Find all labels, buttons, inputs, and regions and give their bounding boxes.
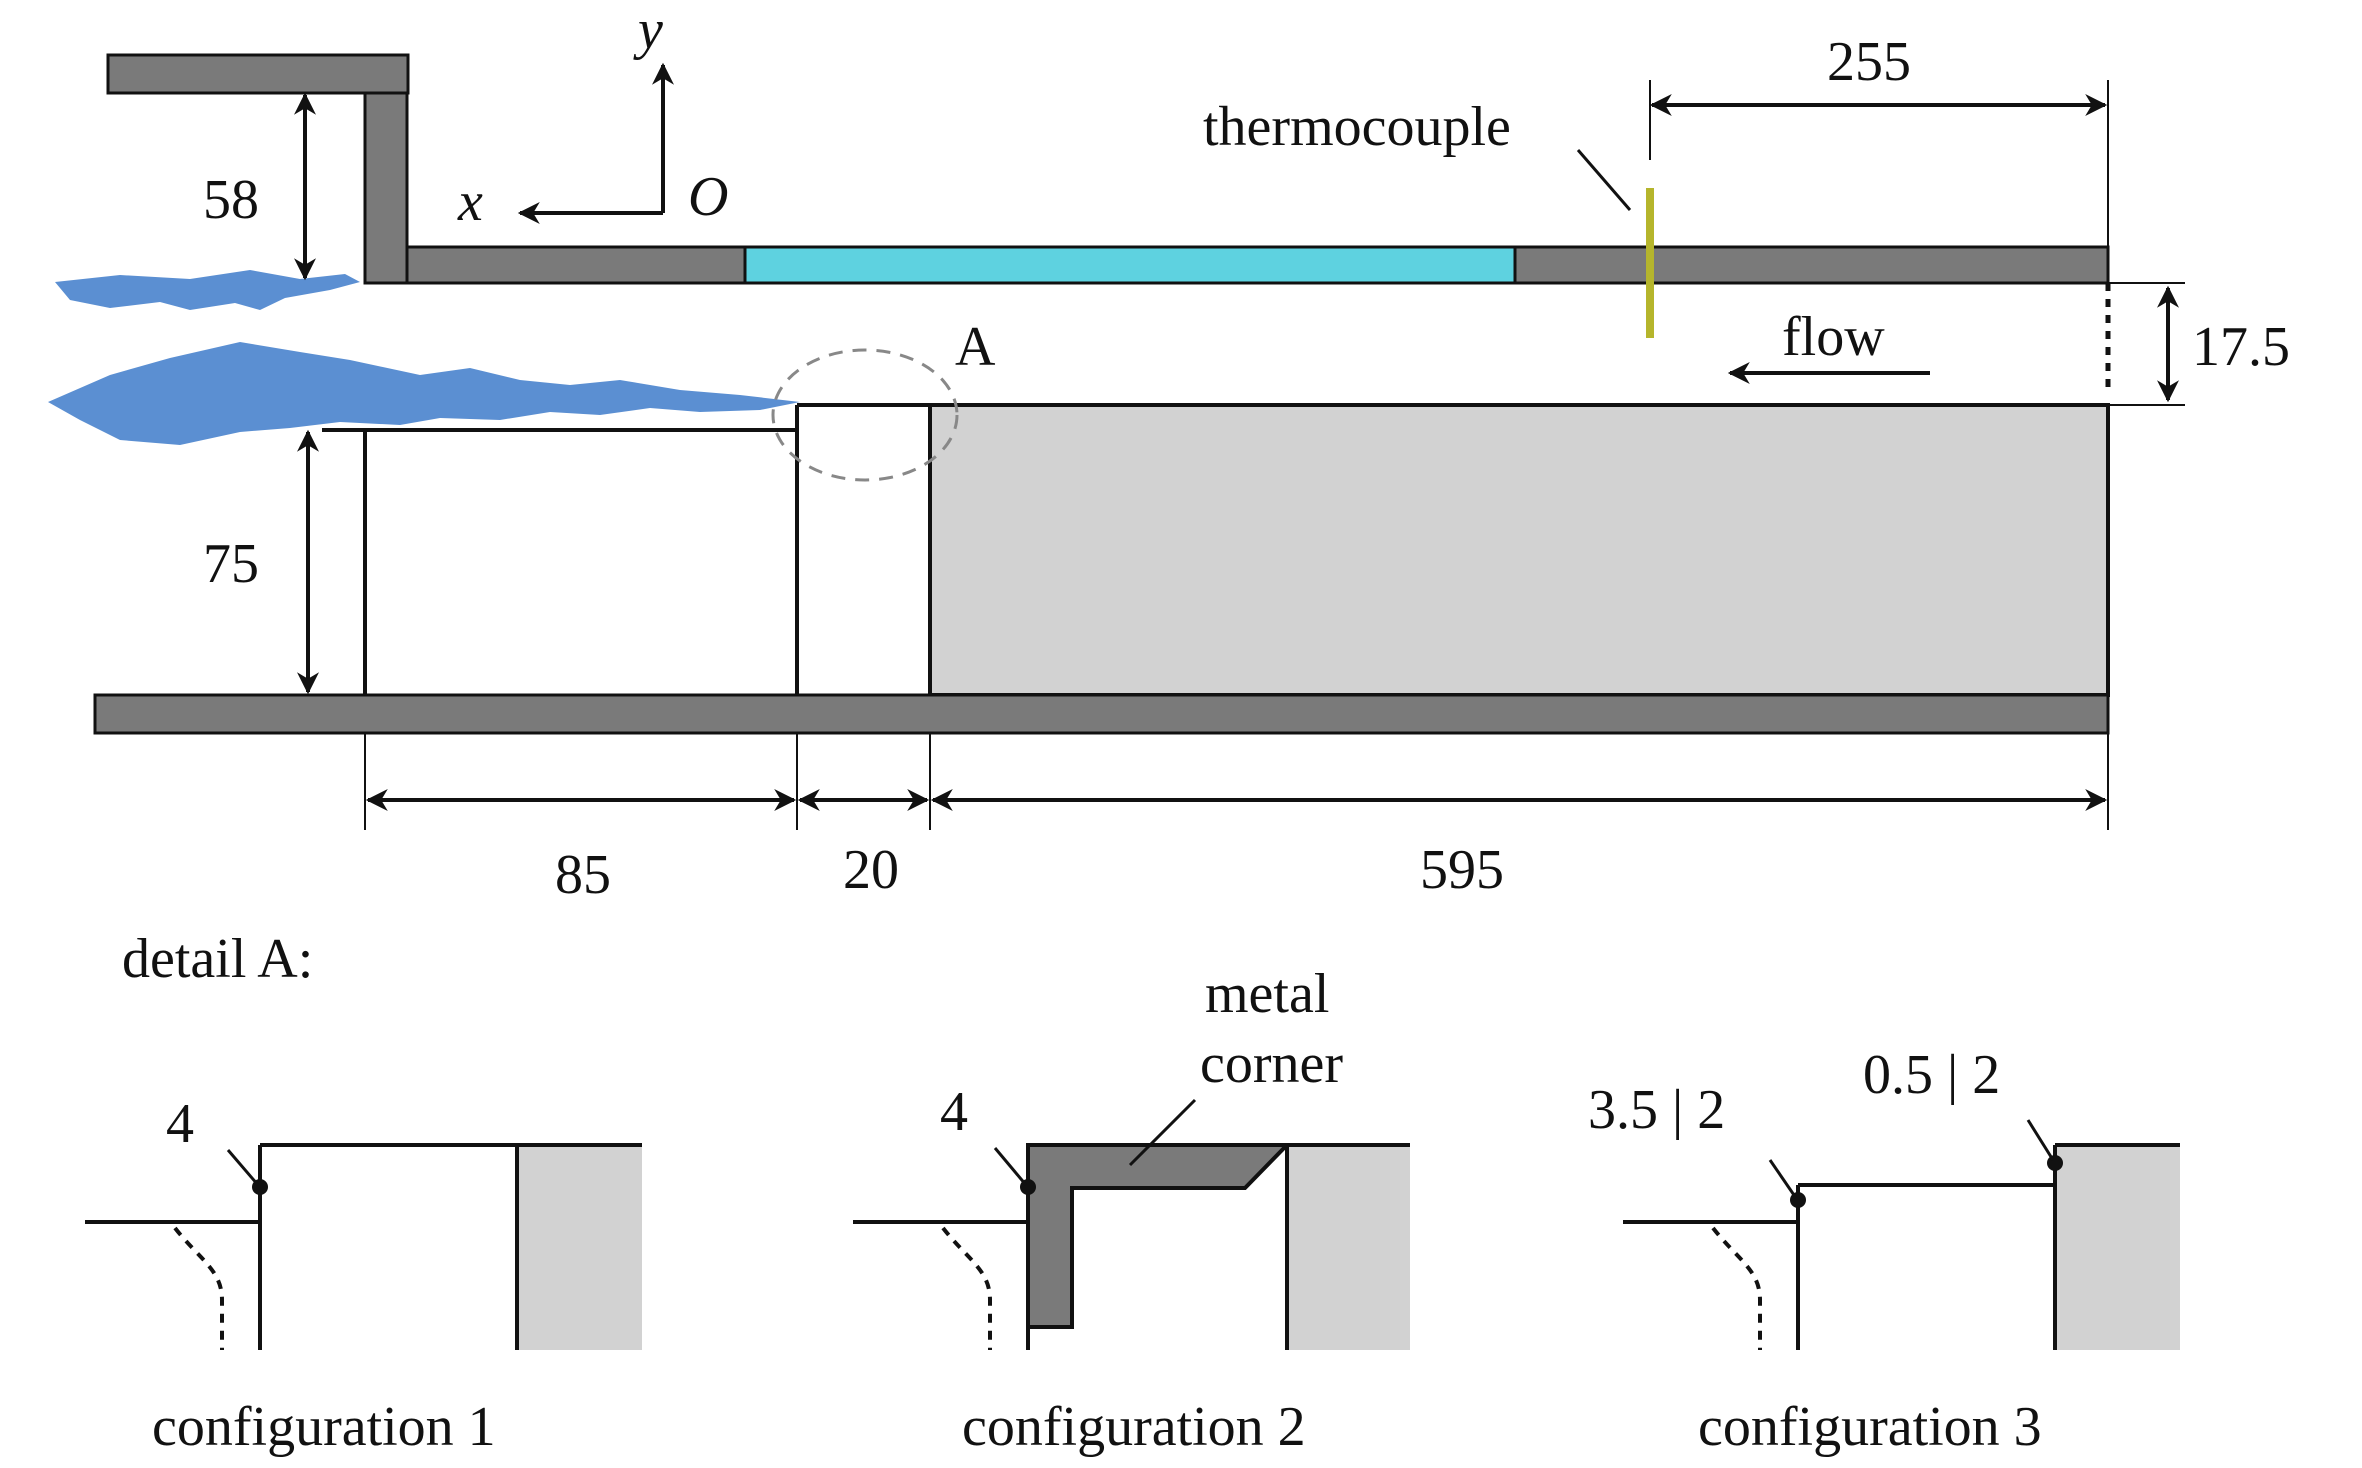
config3-point-b <box>2047 1155 2063 1171</box>
config2-solid <box>1287 1145 1410 1350</box>
detail-config-1: 4 configuration 1 <box>85 1093 642 1458</box>
metal-corner-leader <box>1128 1098 1197 1167</box>
detail-config-2: 4 metal corner configuration 2 <box>853 963 1410 1458</box>
dim-step-height-label: 75 <box>203 533 259 595</box>
config3-leader-b <box>2026 1119 2055 1161</box>
thermocouple-label: thermocouple <box>1203 96 1511 158</box>
axis-x-label: x <box>457 171 483 233</box>
flow-label: flow <box>1782 306 1885 368</box>
metal-corner-label-2: corner <box>1200 1033 1343 1095</box>
dim-len-corner-label: 20 <box>843 839 899 901</box>
flame-upper <box>55 270 360 310</box>
flame-lower <box>48 342 800 445</box>
config2-name: configuration 2 <box>962 1396 1306 1458</box>
detail-marker: A <box>955 316 996 378</box>
dim-inlet-height-label: 58 <box>203 169 259 231</box>
config2-leader <box>993 1147 1028 1186</box>
config3-mark-b: 0.5 | 2 <box>1863 1044 2000 1106</box>
quartz-window <box>743 245 1517 285</box>
config2-dashed-curve <box>941 1226 992 1350</box>
detail-title: detail A: <box>122 928 313 990</box>
dim-len-upstream-label: 85 <box>555 844 611 906</box>
inlet-vertical-wall <box>363 91 409 285</box>
config1-solid <box>517 1145 642 1350</box>
config1-mark: 4 <box>166 1093 194 1155</box>
axis-origin-label: O <box>688 166 728 228</box>
config1-name: configuration 1 <box>152 1396 496 1458</box>
metal-corner-shape <box>1026 1143 1292 1329</box>
config2-mark: 4 <box>940 1081 968 1143</box>
config1-dashed-curve <box>173 1226 224 1350</box>
downstream-solid <box>928 403 2110 697</box>
bottom-wall <box>93 693 2110 735</box>
detail-config-3: 3.5 | 2 0.5 | 2 configuration 3 <box>1588 1044 2180 1458</box>
config3-dashed-curve <box>1711 1226 1762 1350</box>
dim-thermocouple-dist-label: 255 <box>1827 31 1911 93</box>
detail-a-circle <box>771 348 959 482</box>
config3-name: configuration 3 <box>1698 1396 2042 1458</box>
dim-channel-height-label: 17.5 <box>2192 316 2290 378</box>
inlet-top-plate <box>106 53 410 95</box>
axis-y-label: y <box>633 0 663 61</box>
metal-corner-label-1: metal <box>1205 963 1329 1025</box>
config3-solid <box>2055 1145 2180 1350</box>
top-wall-left <box>405 245 747 285</box>
dim-len-downstream-label: 595 <box>1420 839 1504 901</box>
config3-leader-a <box>1768 1159 1798 1199</box>
config3-mark-a: 3.5 | 2 <box>1588 1079 1725 1141</box>
top-wall-right <box>1513 245 2110 285</box>
thermocouple-leader <box>1576 149 1632 211</box>
config1-leader <box>226 1149 260 1186</box>
